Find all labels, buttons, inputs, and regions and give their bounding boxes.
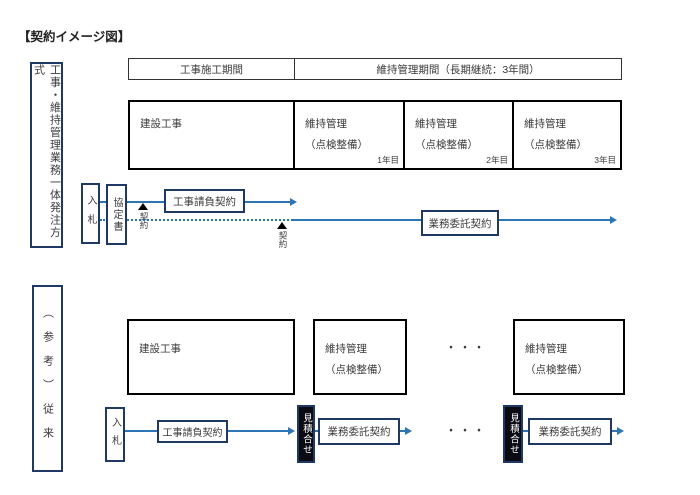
construction-contract-label: 工事請負契約 [162, 428, 223, 439]
arrowhead-icon [290, 198, 297, 206]
maintenance-title: 維持管理 [525, 343, 567, 355]
integrated-method-side-label: 工事・維持管理業務一体発注方式 [30, 62, 63, 248]
outsourcing-contract-box: 業務委託契約 [421, 210, 499, 236]
construction-work-box: 建設工事 [128, 100, 295, 170]
quote-to-outsourcing-line-1 [313, 430, 320, 432]
ellipsis-top: ・・・ [446, 343, 488, 354]
year-label-2: 2年目 [486, 155, 508, 165]
conventional-side-label: （参考）従来 [32, 285, 63, 472]
construction-work-label: 建設工事 [139, 343, 181, 355]
contract-marker-2: 契約 [278, 231, 288, 248]
maintenance-box-2: 維持管理 （点検整備） [513, 319, 625, 395]
maintenance-box-1: 維持管理 （点検整備） [313, 319, 407, 395]
outsourcing-contract-label: 業務委託契約 [538, 426, 602, 438]
maintenance-title: 維持管理 [325, 343, 367, 355]
quote-competition-label: 見積合せ [508, 413, 519, 455]
maintenance-subtitle: （点検整備） [524, 139, 587, 151]
year-label-1: 1年目 [377, 155, 399, 165]
maintenance-title: 維持管理 [415, 118, 457, 130]
year-label-3: 3年目 [594, 155, 616, 165]
bid-box: 入札 [81, 183, 100, 244]
maintenance-period-header: 維持管理期間（長期継続：3年間） [294, 58, 622, 80]
ellipsis-bottom: ・・・ [446, 426, 488, 437]
arrowhead-icon [288, 427, 295, 435]
maintenance-contract-dotted-line [100, 219, 293, 221]
maintenance-subtitle: （点検整備） [415, 139, 478, 151]
quote-to-outsourcing-line-2 [521, 430, 530, 432]
construction-period-header-label: 工事施工期間 [180, 63, 243, 76]
bid-box-conventional: 入札 [105, 407, 125, 462]
arrowhead-icon [617, 427, 624, 435]
construction-contract-box: 工事請負契約 [164, 189, 245, 213]
construction-work-label: 建設工事 [140, 118, 182, 130]
bid-to-contract-line [125, 430, 157, 432]
triangle-up-icon [277, 222, 287, 229]
arrowhead-icon [610, 216, 617, 224]
outsourcing-out-line-2 [610, 430, 617, 432]
construction-contract-label: 工事請負契約 [173, 195, 236, 208]
construction-contract-box-conventional: 工事請負契約 [157, 420, 228, 443]
maintenance-title: 維持管理 [524, 118, 566, 130]
outsourcing-contract-box-1: 業務委託契約 [318, 418, 400, 445]
maintenance-period-header-label: 維持管理期間（長期継続：3年間） [376, 63, 540, 76]
maintenance-title: 維持管理 [305, 118, 347, 130]
agreement-box: 協定書 [106, 184, 127, 245]
bid-box-label: 入札 [85, 194, 96, 233]
maintenance-box-year1: 維持管理 （点検整備） 1年目 [293, 100, 405, 170]
outsourcing-contract-label: 業務委託契約 [327, 426, 391, 438]
conventional-side-label-text: （参考）従来 [41, 306, 54, 451]
arrowhead-icon [405, 427, 412, 435]
construction-work-box-conventional: 建設工事 [127, 319, 295, 395]
contract-to-quote-line [228, 430, 288, 432]
maintenance-box-year3: 維持管理 （点検整備） 3年目 [512, 100, 622, 170]
maintenance-subtitle: （点検整備） [325, 364, 388, 376]
outsourcing-out-line-1 [400, 430, 405, 432]
maintenance-subtitle: （点検整備） [305, 139, 368, 151]
maintenance-box-year2: 維持管理 （点検整備） 2年目 [403, 100, 514, 170]
contract-marker-1: 契約 [139, 212, 149, 229]
maintenance-subtitle: （点検整備） [525, 364, 588, 376]
agreement-box-label: 協定書 [111, 196, 122, 233]
bid-box-label: 入札 [109, 416, 121, 453]
outsourcing-contract-label: 業務委託契約 [428, 217, 492, 230]
quote-competition-box-2: 見積合せ [503, 405, 523, 463]
construction-period-header: 工事施工期間 [128, 58, 295, 80]
quote-competition-box-1: 見積合せ [297, 405, 315, 463]
integrated-method-side-label-text: 工事・維持管理業務一体発注方式 [32, 64, 61, 239]
diagram-title: 【契約イメージ図】 [18, 30, 131, 44]
outsourcing-contract-box-2: 業務委託契約 [528, 418, 612, 445]
triangle-up-icon [138, 203, 148, 210]
quote-competition-label: 見積合せ [301, 413, 312, 455]
